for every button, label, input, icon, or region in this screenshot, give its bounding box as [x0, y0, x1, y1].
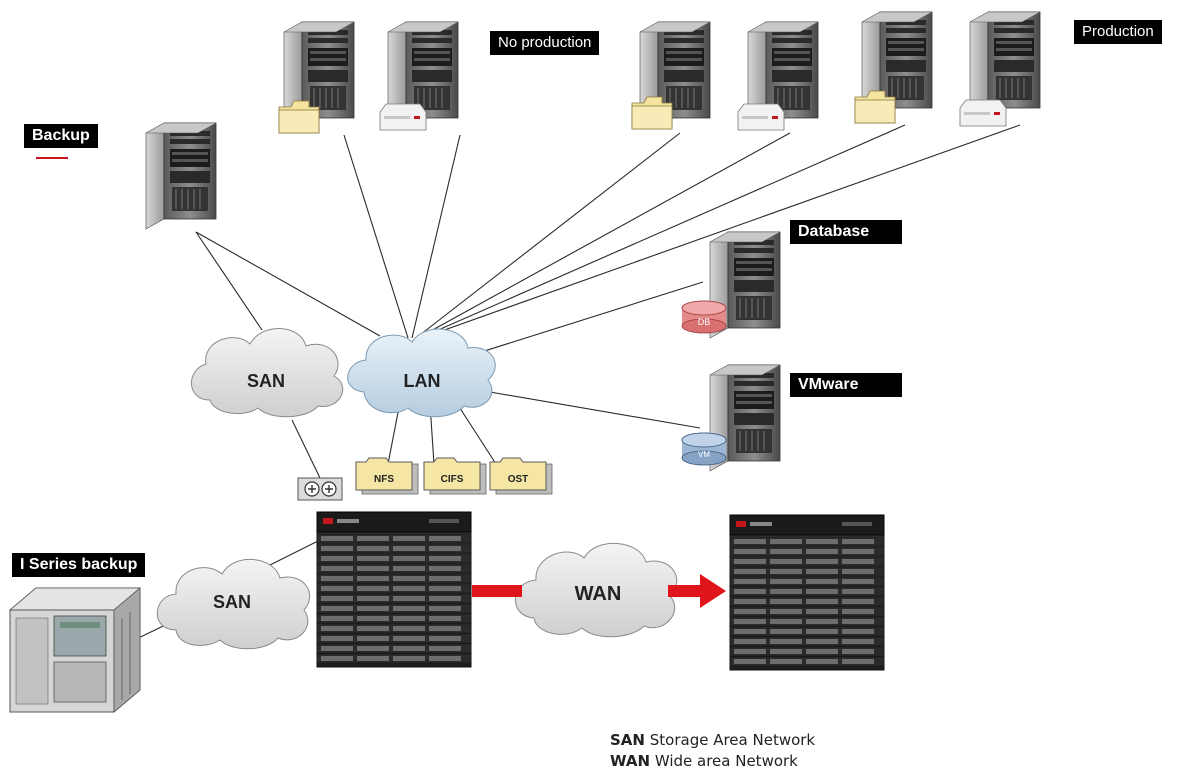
- lan-cloud: LAN: [347, 328, 496, 418]
- iseries-backup-label: I Series backup: [12, 553, 146, 577]
- vm-disk-icon: VM: [681, 432, 727, 466]
- san-cloud-top: SAN: [191, 328, 344, 418]
- line-backup-lan: [195, 231, 381, 337]
- line-prod2-lan: [417, 132, 791, 339]
- no-production-server-2-icon: [379, 21, 459, 131]
- backup-underline: [36, 157, 68, 159]
- line-prod3-lan: [419, 124, 906, 339]
- db-badge: DB: [698, 317, 711, 327]
- line-san2-rack: [269, 539, 321, 566]
- backup-label: Backup: [24, 124, 98, 148]
- nfs-share-icon: NFS: [355, 457, 419, 495]
- nfs-label: NFS: [374, 474, 394, 485]
- lan-label: LAN: [404, 371, 441, 391]
- legend-item-wan: WAN Wide area Network: [610, 751, 815, 772]
- database-label: Database: [790, 220, 902, 244]
- vm-badge: VM: [698, 450, 710, 459]
- ost-share-icon: OST: [489, 457, 553, 495]
- iseries-library-icon: [8, 587, 142, 713]
- backup-server-icon: [145, 122, 217, 230]
- line-lan-ost: [455, 401, 497, 465]
- line-prod1-lan: [415, 132, 681, 339]
- appliance-icon: [737, 103, 785, 131]
- no-production-label: No production: [490, 31, 600, 55]
- san-bottom-label: SAN: [213, 592, 251, 612]
- line-noprod2-lan: [411, 134, 461, 339]
- production-server-2-icon: [737, 21, 819, 131]
- legend-text: Wide area Network: [654, 752, 798, 770]
- san-top-label: SAN: [247, 371, 285, 391]
- wan-label: WAN: [575, 583, 622, 605]
- cifs-share-icon: CIFS: [423, 457, 487, 495]
- san-cloud-bottom: SAN: [156, 559, 310, 650]
- database-disk-icon: DB: [681, 300, 727, 334]
- database-server-icon: DB: [681, 231, 781, 339]
- ost-label: OST: [508, 474, 529, 485]
- line-prod4-lan: [421, 124, 1021, 339]
- legend-item-san: SAN Storage Area Network: [610, 730, 815, 751]
- line-noprod1-lan: [343, 134, 409, 339]
- no-production-server-1-icon: [278, 21, 355, 134]
- appliance-icon: [959, 99, 1007, 127]
- cifs-label: CIFS: [441, 474, 464, 485]
- line-database-lan: [455, 281, 704, 361]
- wan-cloud: WAN: [515, 543, 678, 638]
- appliance-icon: [379, 103, 427, 131]
- line-san-fc: [291, 419, 321, 479]
- line-backup-san: [195, 231, 263, 331]
- legend-abbr: SAN: [610, 731, 645, 749]
- vmware-server-icon: VM: [681, 364, 781, 472]
- production-label: Production: [1074, 20, 1162, 44]
- production-server-3-icon: [854, 11, 933, 124]
- vmware-label: VMware: [790, 373, 902, 397]
- line-vmware-lan: [489, 391, 701, 429]
- replication-arrow: [472, 574, 726, 608]
- legend-abbr: WAN: [610, 752, 651, 770]
- production-server-4-icon: [959, 11, 1041, 127]
- primary-storage-rack-icon: [317, 512, 471, 667]
- production-server-1-icon: [631, 21, 711, 130]
- legend-text: Storage Area Network: [649, 731, 816, 749]
- fc-port-icon: [297, 477, 343, 501]
- replica-storage-rack-icon: [730, 515, 884, 670]
- legend: SAN Storage Area Network WAN Wide area N…: [610, 730, 815, 772]
